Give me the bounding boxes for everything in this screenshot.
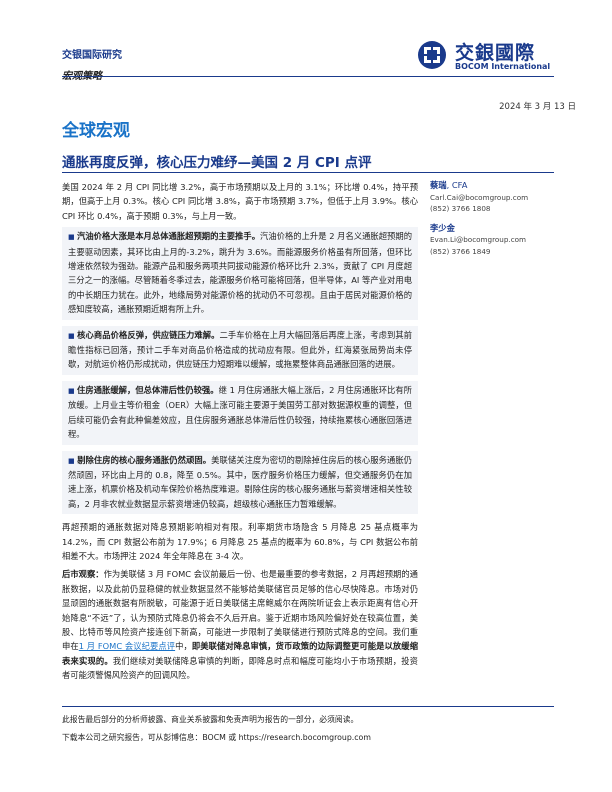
bullet-icon: ■ <box>68 233 75 242</box>
key-point-body: 二手车价格在上月大幅回落后再度上涨，考虑到其前瞻性指标已回落，预计二手车对商品价… <box>68 329 412 370</box>
analyst-phone: (852) 3766 1849 <box>430 246 491 256</box>
key-point-body: 美联储关注度为密切的剔除掉住房后的核心服务通胀仍然顽固，环比由上月的 0.8，降… <box>68 454 412 509</box>
download-note: 下载本公司之研究报告，可从彭博信息：BOCM 或 https://researc… <box>62 733 371 742</box>
analyst-phone: (852) 3766 1808 <box>430 204 491 213</box>
key-point-heading: 剔除住房的核心服务通胀仍然顽固。 <box>77 454 212 465</box>
key-point-heading: 汽油价格大涨是本月总体通胀超预期的主要推手。 <box>77 231 261 242</box>
analyst-name: 蔡瑞, CFA <box>430 180 468 190</box>
key-point-4: ■剔除住房的核心服务通胀仍然顽固。美联储关注度为密切的剔除掉住房后的核心服务通胀… <box>62 450 418 515</box>
footer-divider <box>62 706 554 707</box>
rate-expectation-paragraph: 再超预期的通胀数据对降息预期影响相对有限。利率期货市场隐含 5 月降息 25 基… <box>62 522 418 561</box>
key-point-heading: 核心商品价格反弹，供应链压力难解。 <box>77 329 220 340</box>
bocom-logo: 交銀國際 BOCOM International <box>417 40 557 74</box>
key-point-body: 汽油价格的上升是 2 月名义通胀超预期的主要驱动因素，其环比由上月的-3.2%，… <box>68 231 412 315</box>
bullet-icon: ■ <box>68 331 75 340</box>
logo-chinese-text: 交銀國際 <box>455 42 536 64</box>
disclaimer-note: 此报告最后部分的分析师披露、商业关系披露和免责声明为报告的一部分，必须阅读。 <box>62 715 359 724</box>
bullet-icon: ■ <box>68 456 75 465</box>
outlook-text: 中， <box>175 641 192 652</box>
report-date: 2024 年 3 月 13 日 <box>499 102 576 112</box>
brand-name: 交银国际研究 <box>62 50 122 61</box>
key-point-heading: 住房通胀缓解，但总体滞后性仍较强。 <box>77 384 219 395</box>
analyst-sidebar: 蔡瑞, CFA Carl.Cai@bocomgroup.com (852) 37… <box>430 180 560 265</box>
key-point-3: ■住房通胀缓解，但总体滞后性仍较强。继 1 月住房通胀大幅上涨后，2 月住房通胀… <box>62 380 418 445</box>
bocom-logo-icon <box>418 41 446 69</box>
key-point-1: ■汽油价格大涨是本月总体通胀超预期的主要推手。汽油价格的上升是 2 月名义通胀超… <box>62 227 418 320</box>
report-title: 通胀再度反弹，核心压力难纾—美国 2 月 CPI 点评 <box>62 155 372 171</box>
header-divider <box>62 76 554 77</box>
outlook-label: 后市观察： <box>62 569 104 580</box>
analyst-name: 李少金 <box>430 222 455 233</box>
title-divider <box>62 172 554 173</box>
outlook-text: 作为美联储 3 月 FOMC 会议前最后一份、也是最重要的参考数据，2 月再超预… <box>62 569 418 652</box>
key-point-2: ■核心商品价格反弹，供应链压力难解。二手车价格在上月大幅回落后再度上涨，考虑到其… <box>62 325 418 375</box>
logo-english-text: BOCOM International <box>455 62 551 71</box>
main-column: 美国 2024 年 2 月 CPI 同比增 3.2%，高于市场预期以及上月的 3… <box>62 180 418 687</box>
analyst-email[interactable]: Carl.Cai@bocomgroup.com <box>430 192 529 202</box>
analyst-contact: 蔡瑞, CFA Carl.Cai@bocomgroup.com (852) 37… <box>430 180 560 215</box>
analyst-contact: 李少金 Evan.Li@bocomgroup.com (852) 3766 18… <box>430 223 560 258</box>
outlook-text: 我们继续对美联储降息审慎的判断，即降息时点和幅度可能均小于市场预期，投资者可能须… <box>62 655 418 681</box>
analyst-email[interactable]: Evan.Li@bocomgroup.com <box>430 235 527 244</box>
outlook-paragraph: 后市观察：作为美联储 3 月 FOMC 会议前最后一份、也是最重要的参考数据，2… <box>62 567 418 682</box>
intro-paragraph: 美国 2024 年 2 月 CPI 同比增 3.2%，高于市场预期以及上月的 3… <box>62 182 418 221</box>
bullet-icon: ■ <box>68 386 75 395</box>
fomc-minutes-link[interactable]: 1 月 FOMC 会议纪要点评 <box>78 641 176 652</box>
report-category: 宏观策略 <box>62 67 122 82</box>
section-title: 全球宏观 <box>62 121 130 141</box>
outlook-key-view: 即美联储对降息审慎，货币政策的边际调整更可能是以放缓缩表来实现的。 <box>62 641 418 666</box>
key-point-body: 继 1 月住房通胀大幅上涨后，2 月住房通胀环比有所放缓。上月业主等价租金（OE… <box>68 384 412 440</box>
